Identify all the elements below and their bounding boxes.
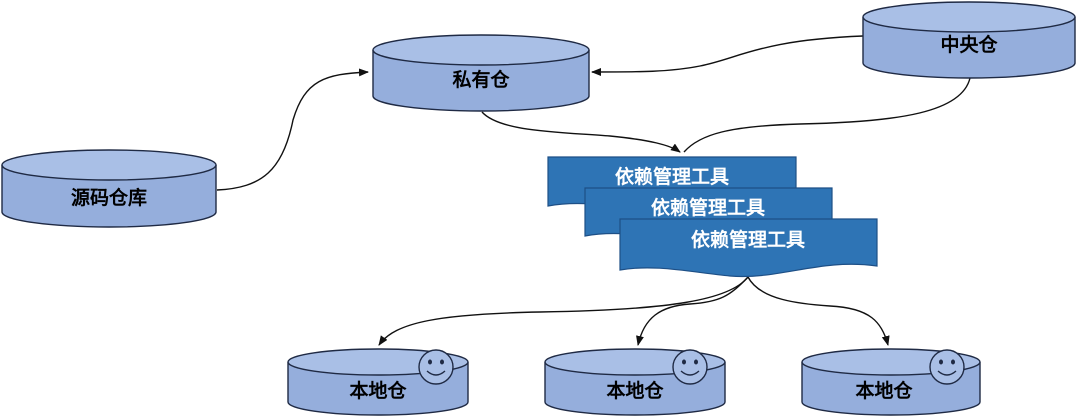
- dependency-tool-label: 依赖管理工具: [615, 165, 729, 188]
- private-repo-node: 私有仓: [372, 34, 590, 112]
- arrow-tools-to-local-3: [747, 276, 890, 346]
- arrow-central-to-tools: [683, 77, 971, 153]
- document-shape: [619, 218, 878, 278]
- local-repo-node-3: 本地仓: [801, 348, 981, 416]
- cylinder-body: [372, 50, 590, 112]
- source-repo-label: 源码仓库: [71, 186, 147, 209]
- source-repo-node: 源码仓库: [1, 149, 217, 228]
- local-repo-label: 本地仓: [349, 379, 407, 402]
- local-repo-node-2: 本地仓: [544, 348, 726, 416]
- dependency-tool-label: 依赖管理工具: [691, 228, 805, 251]
- cylinder-top: [1, 149, 217, 181]
- arrow-source-to-private: [216, 68, 369, 191]
- arrow-private-to-tools: [481, 111, 681, 153]
- cylinder-body: [1, 165, 217, 228]
- dependency-tools-stack: 依赖管理工具 依赖管理工具 依赖管理工具: [547, 156, 878, 278]
- local-repo-node-1: 本地仓: [287, 348, 469, 416]
- central-repo-node: 中央仓: [862, 1, 1076, 79]
- central-repo-label: 中央仓: [940, 33, 998, 56]
- private-repo-label: 私有仓: [452, 68, 510, 91]
- local-repo-label: 本地仓: [855, 379, 913, 402]
- smiley-face-icon: [929, 349, 965, 385]
- arrow-tools-to-local-2: [636, 276, 749, 346]
- connector-lines: [216, 35, 971, 346]
- cylinder-top: [372, 34, 590, 66]
- cylinder-top: [862, 1, 1076, 33]
- smiley-face-icon: [672, 349, 708, 385]
- arrow-central-to-private: [591, 35, 864, 76]
- cylinder-body: [862, 17, 1076, 79]
- smiley-face-icon: [418, 349, 454, 385]
- local-repo-label: 本地仓: [606, 379, 664, 402]
- arrow-tools-to-local-1: [378, 276, 749, 346]
- dependency-tool-doc-3: 依赖管理工具: [619, 218, 878, 278]
- dependency-tool-label: 依赖管理工具: [651, 196, 765, 219]
